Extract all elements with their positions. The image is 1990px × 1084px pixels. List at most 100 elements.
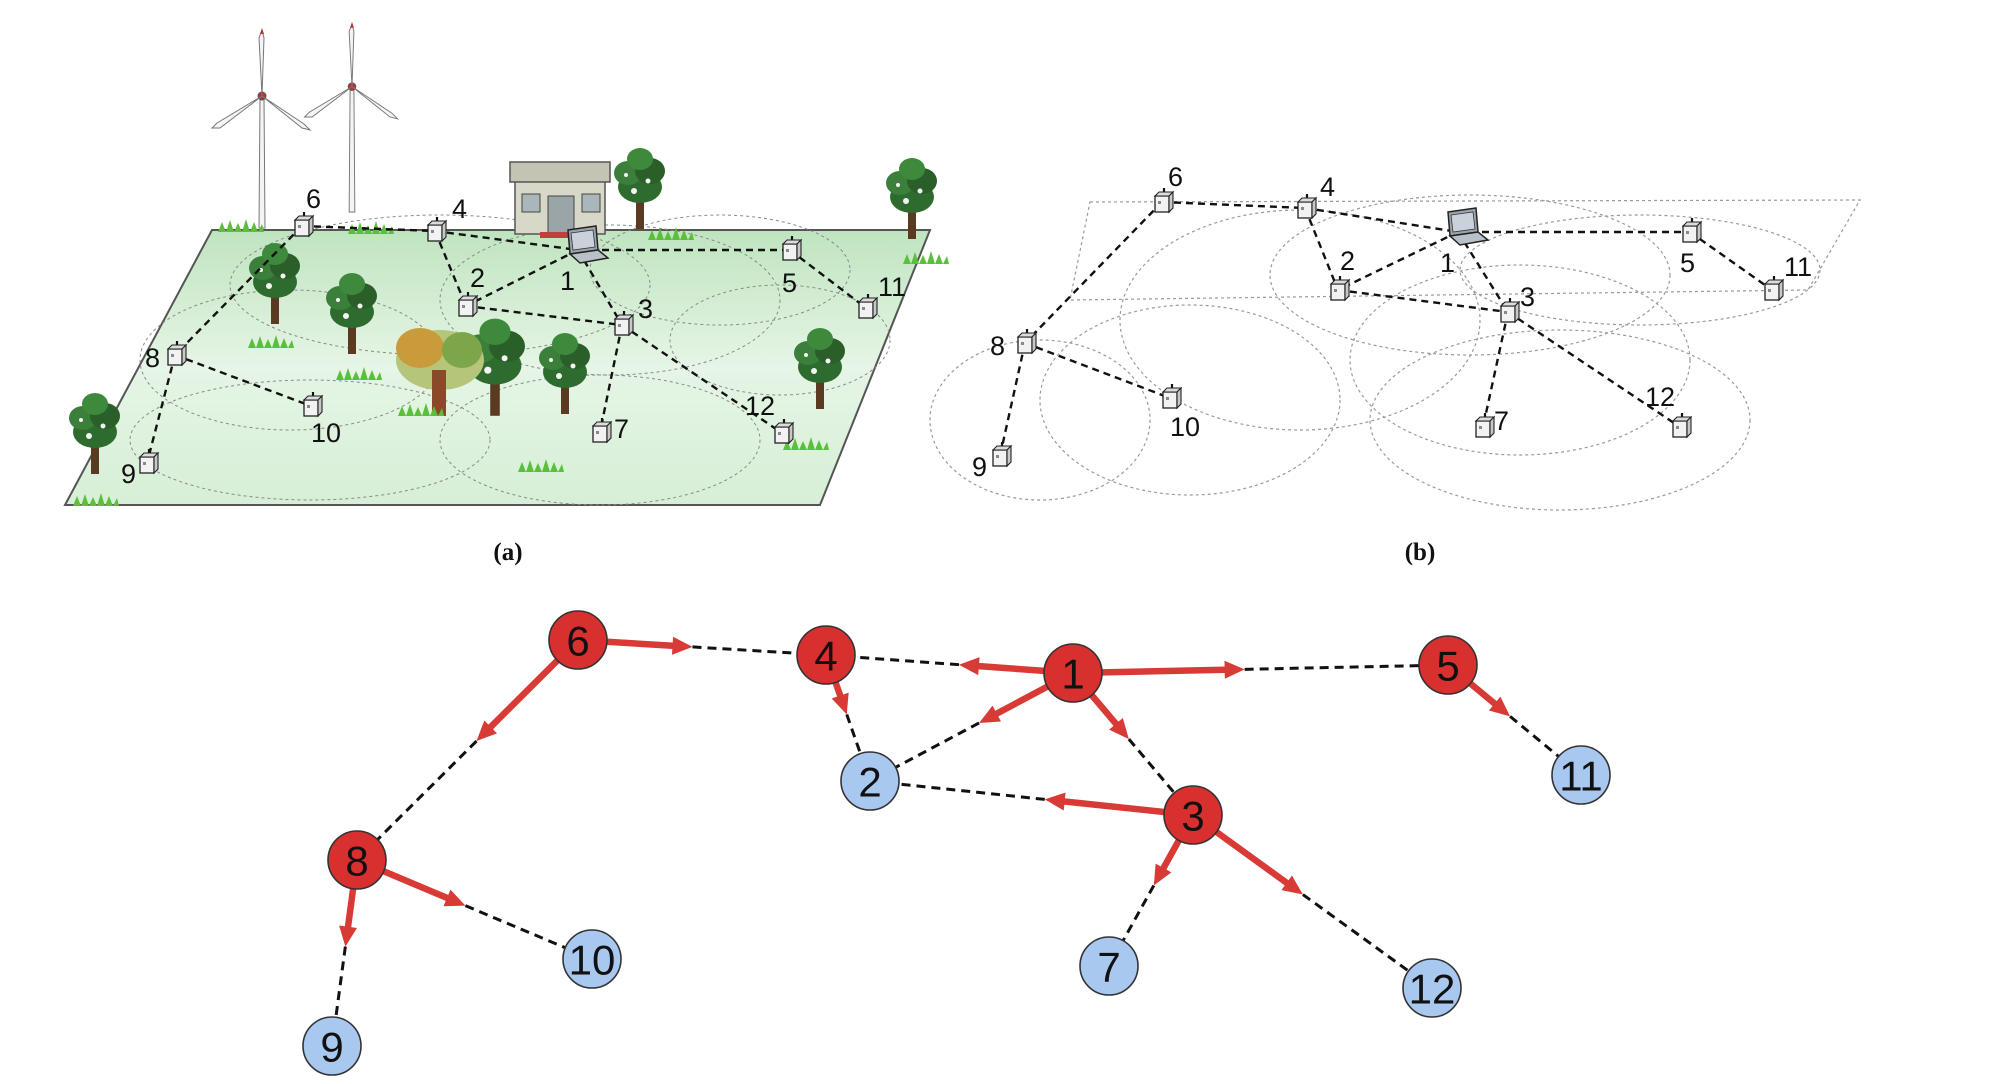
link-b-2-3 [1337,288,1509,314]
node-label-a-5: 5 [782,268,797,298]
node-label-a-4: 4 [452,194,467,224]
node-label-b-5: 5 [1680,248,1695,278]
member-node-12: 12 [1402,958,1462,1018]
node-label-a-2: 2 [470,263,485,293]
sensor-node-icon [1671,411,1693,439]
link-b-3-7 [1481,311,1510,428]
link-b-8-10 [1024,341,1171,400]
cluster-head-node-5: 5 [1418,635,1478,695]
node-label-a-6: 6 [306,184,321,214]
member-node-11: 11 [1551,745,1611,805]
graph-node-label-3: 3 [1181,793,1204,840]
link-a-6-8 [174,225,303,356]
sensor-node-icon [1681,216,1703,244]
link-b-6-8 [1024,201,1163,344]
node-label-b-12: 12 [1645,382,1675,412]
graph-node-label-12: 12 [1409,966,1456,1013]
edge-8-9 [334,885,357,1018]
link-a-1-2 [465,248,579,308]
node-label-b-4: 4 [1320,172,1335,202]
node-label-b-6: 6 [1168,162,1183,192]
link-a-6-4 [301,224,436,233]
node-label-a-10: 10 [311,418,341,448]
edge-1-4 [854,655,1048,676]
edge-8-10 [380,868,566,950]
link-b-5-11 [1689,231,1773,291]
member-node-7: 7 [1079,936,1139,996]
link-a-4-1 [434,229,579,252]
sensor-node-icon [1016,327,1038,355]
graph-node-label-8: 8 [345,838,368,885]
edge-5-11 [1467,680,1560,758]
graph-node-label-6: 6 [566,618,589,665]
link-a-3-12 [621,324,783,434]
node-label-b-2: 2 [1340,246,1355,276]
node-label-a-9: 9 [121,459,136,489]
link-a-3-7 [598,324,624,433]
edge-3-12 [1213,828,1410,973]
node-label-b-8: 8 [990,331,1005,361]
building-icon [509,161,611,238]
node-label-a-1: 1 [560,266,575,296]
cluster-head-node-4: 4 [796,625,856,685]
edge-1-2 [894,683,1051,769]
sensor-node-icon [1763,274,1785,302]
sensor-node-icon [426,215,448,243]
node-label-b-1: 1 [1440,248,1455,278]
member-node-10: 10 [562,929,622,989]
links-a [145,224,867,464]
edge-3-2 [898,782,1168,816]
edge-1-5 [1098,660,1420,679]
link-a-5-11 [789,249,867,309]
link-b-8-9 [998,342,1027,457]
node-label-a-12: 12 [745,391,775,421]
graph-node-label-11: 11 [1559,753,1603,800]
sensor-node-icon [1161,382,1183,410]
link-b-3-12 [1507,311,1681,428]
cluster-head-node-1: 1 [1043,643,1103,703]
edge-1-3 [1088,691,1176,794]
link-a-2-3 [465,304,623,327]
tree-icon [69,148,937,474]
graph-node-label-2: 2 [858,759,881,806]
cluster-head-node-3: 3 [1163,785,1223,845]
sensor-node-icon [1499,296,1521,324]
link-a-8-10 [174,353,312,408]
node-label-b-10: 10 [1170,412,1200,442]
edge-6-8 [376,657,561,841]
wind-turbine-icon [211,21,399,229]
links-b [998,200,1773,457]
member-node-2: 2 [840,751,900,811]
sensor-node-icon [1296,192,1318,220]
edge-6-4 [603,636,798,655]
graph-node-label-5: 5 [1436,643,1459,690]
caption-a: (a) [493,539,522,566]
member-node-9: 9 [302,1016,362,1076]
caption-b: (b) [1405,539,1436,566]
graph-node-label-10: 10 [569,937,616,984]
graph-node-label-9: 9 [320,1024,343,1071]
graph-edges [334,636,1560,1018]
node-label-b-7: 7 [1494,406,1509,436]
cluster-head-node-8: 8 [327,830,387,890]
node-label-a-7: 7 [614,414,629,444]
link-b-1-2 [1337,230,1459,292]
node-label-a-3: 3 [638,294,653,324]
link-b-4-2 [1303,207,1340,291]
edge-3-7 [1121,837,1183,942]
link-b-1-3 [1456,231,1510,313]
link-b-4-1 [1304,206,1459,234]
cluster-head-node-6: 6 [548,610,608,670]
node-label-b-9: 9 [972,452,987,482]
link-a-8-9 [145,354,177,464]
graph-node-label-4: 4 [814,633,837,680]
link-a-4-2 [433,230,468,307]
sensor-node-icon [991,440,1013,468]
